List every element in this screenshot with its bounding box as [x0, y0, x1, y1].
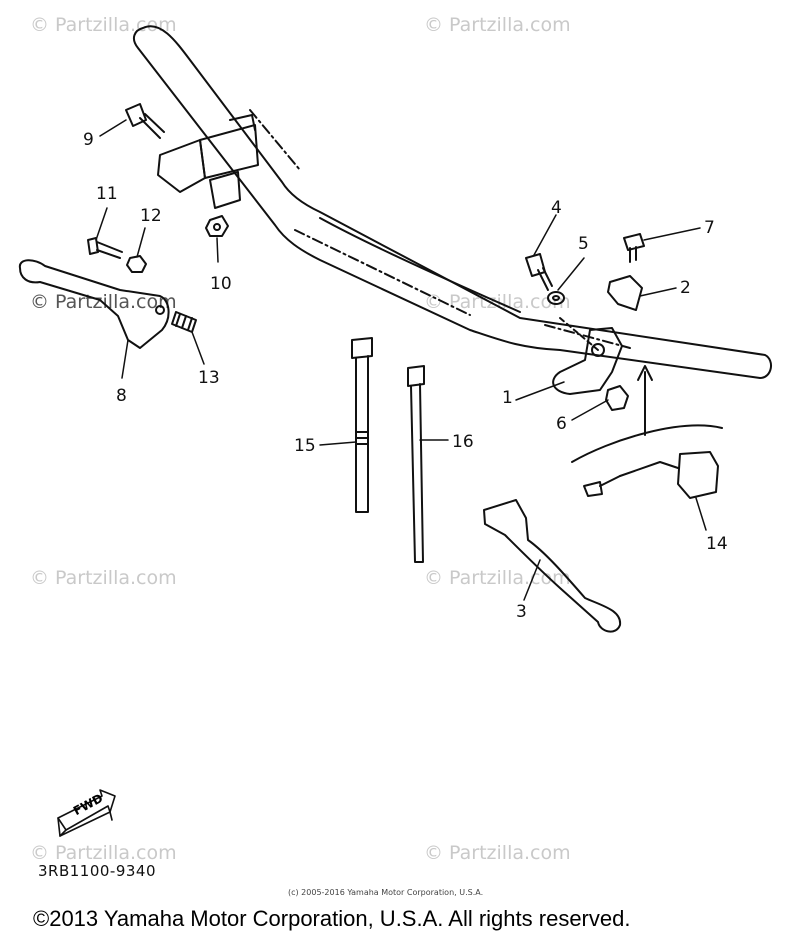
callout-2: 2	[680, 278, 691, 298]
callout-11: 11	[96, 184, 118, 204]
small-copyright: (c) 2005-2016 Yamaha Motor Corporation, …	[288, 888, 484, 897]
diagram-code: 3RB1100-9340	[38, 862, 157, 880]
callout-12: 12	[140, 206, 162, 226]
cable-tie-16	[407, 365, 425, 563]
callout-16: 16	[452, 432, 474, 452]
callout-7: 7	[704, 218, 715, 238]
callout-6: 6	[556, 414, 567, 434]
callout-8: 8	[116, 386, 127, 406]
cable-tie-15	[351, 337, 373, 513]
fwd-arrow-icon	[57, 789, 116, 837]
bolt-11	[87, 237, 123, 259]
callout-15: 15	[294, 436, 316, 456]
handlebar	[132, 25, 772, 379]
lever-8	[18, 259, 170, 349]
watermark: © Partzilla.com	[30, 567, 177, 589]
left-switch-housing	[157, 114, 259, 209]
callout-13: 13	[198, 368, 220, 388]
lever-3	[483, 499, 622, 633]
clamp-2	[607, 275, 643, 311]
watermark: © Partzilla.com	[30, 14, 177, 36]
arrow	[571, 365, 723, 463]
bolt-4	[525, 253, 553, 291]
watermark: © Partzilla.com	[424, 567, 571, 589]
switch-14	[583, 451, 719, 499]
nut-12	[126, 255, 147, 273]
leader-lines	[95, 119, 707, 601]
washer-5	[547, 291, 565, 305]
bolt-9	[125, 103, 165, 139]
nut-10	[205, 215, 229, 237]
callout-4: 4	[551, 198, 562, 218]
watermark: © Partzilla.com	[424, 14, 571, 36]
watermark: © Partzilla.com	[30, 842, 177, 864]
bolt-7	[623, 233, 645, 263]
callout-1: 1	[502, 388, 513, 408]
nut-6	[605, 385, 629, 411]
callout-9: 9	[83, 130, 94, 150]
bracket-1	[552, 317, 623, 395]
copyright-notice: ©2013 Yamaha Motor Corporation, U.S.A. A…	[33, 906, 631, 931]
callout-3: 3	[516, 602, 527, 622]
callout-5: 5	[578, 234, 589, 254]
watermark: © Partzilla.com	[424, 842, 571, 864]
bolt-13	[171, 311, 197, 333]
callout-14: 14	[706, 534, 728, 554]
callout-10: 10	[210, 274, 232, 294]
